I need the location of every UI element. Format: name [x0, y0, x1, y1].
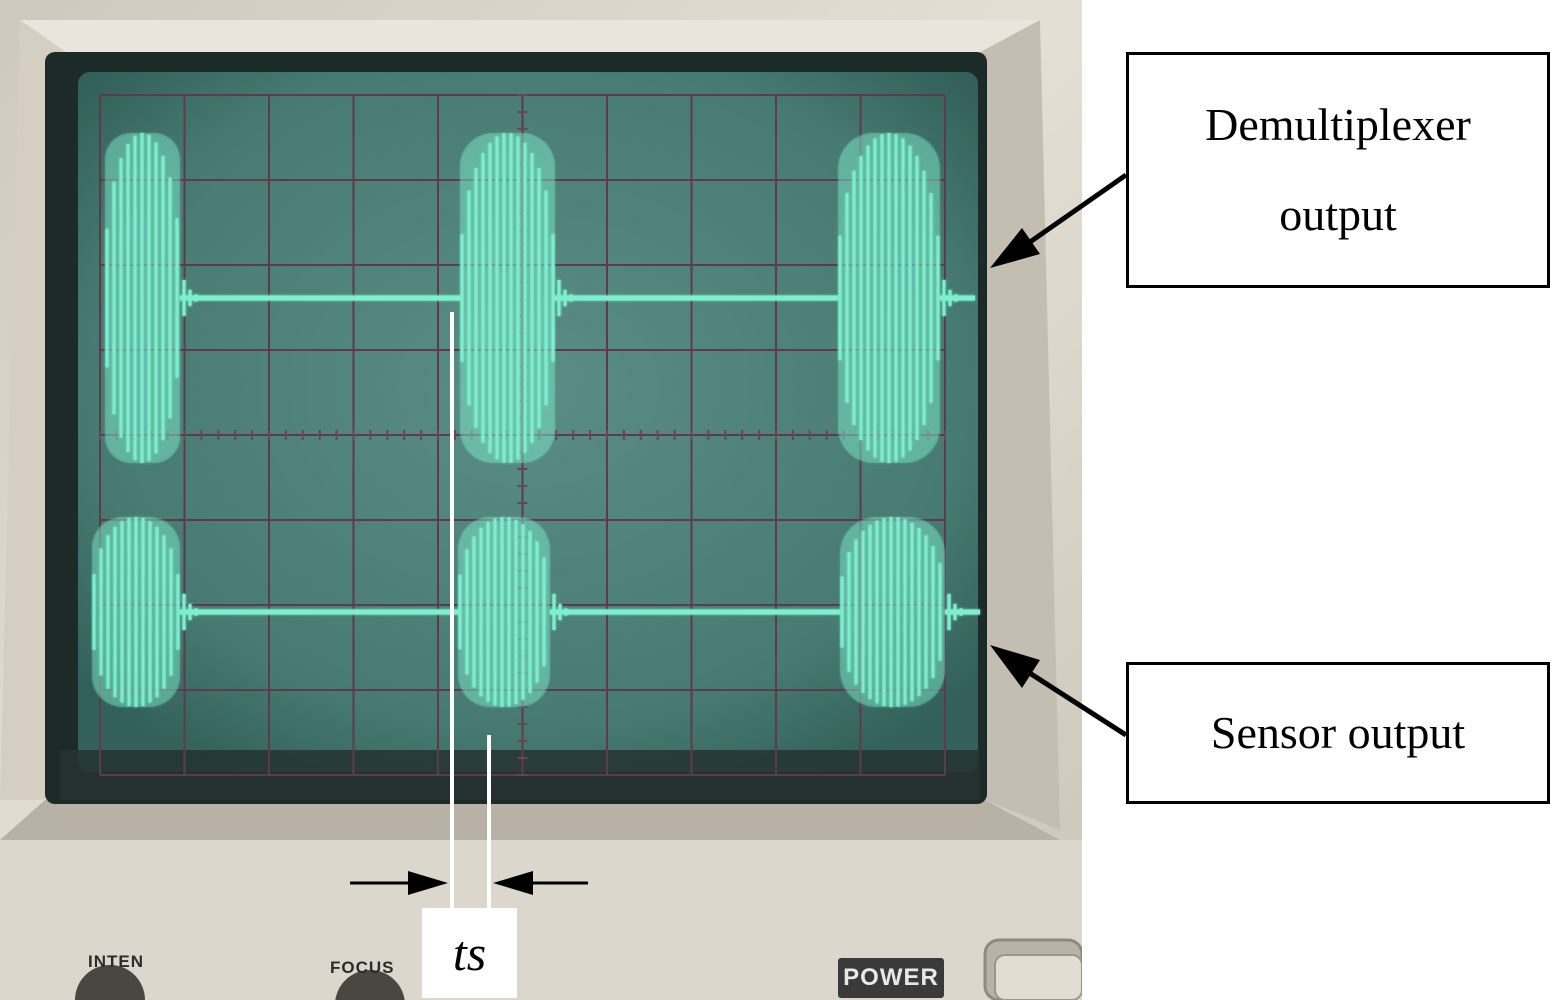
demultiplexer-trace [105, 133, 975, 463]
focus-knob[interactable] [335, 970, 405, 1000]
demultiplexer-output-callout: Demultiplexer output [1126, 52, 1550, 288]
ts-marker [350, 312, 588, 910]
sensor-label: Sensor output [1210, 707, 1466, 759]
waveform-traces [92, 133, 980, 707]
sensor-trace [92, 517, 980, 707]
demux-label-line1: Demultiplexer [1205, 99, 1471, 151]
sensor-output-callout: Sensor output [1126, 662, 1550, 804]
focus-label: FOCUS [330, 958, 395, 977]
power-button[interactable]: POWER [838, 958, 944, 998]
sensor-arrowhead [990, 645, 1040, 688]
demux-label-line2: output [1279, 189, 1397, 240]
oscilloscope-photo [0, 0, 1082, 1000]
ts-label: ts [422, 908, 517, 998]
inten-knob[interactable] [75, 965, 145, 1000]
inten-label: INTEN [88, 952, 144, 971]
demux-arrowhead [990, 228, 1040, 268]
